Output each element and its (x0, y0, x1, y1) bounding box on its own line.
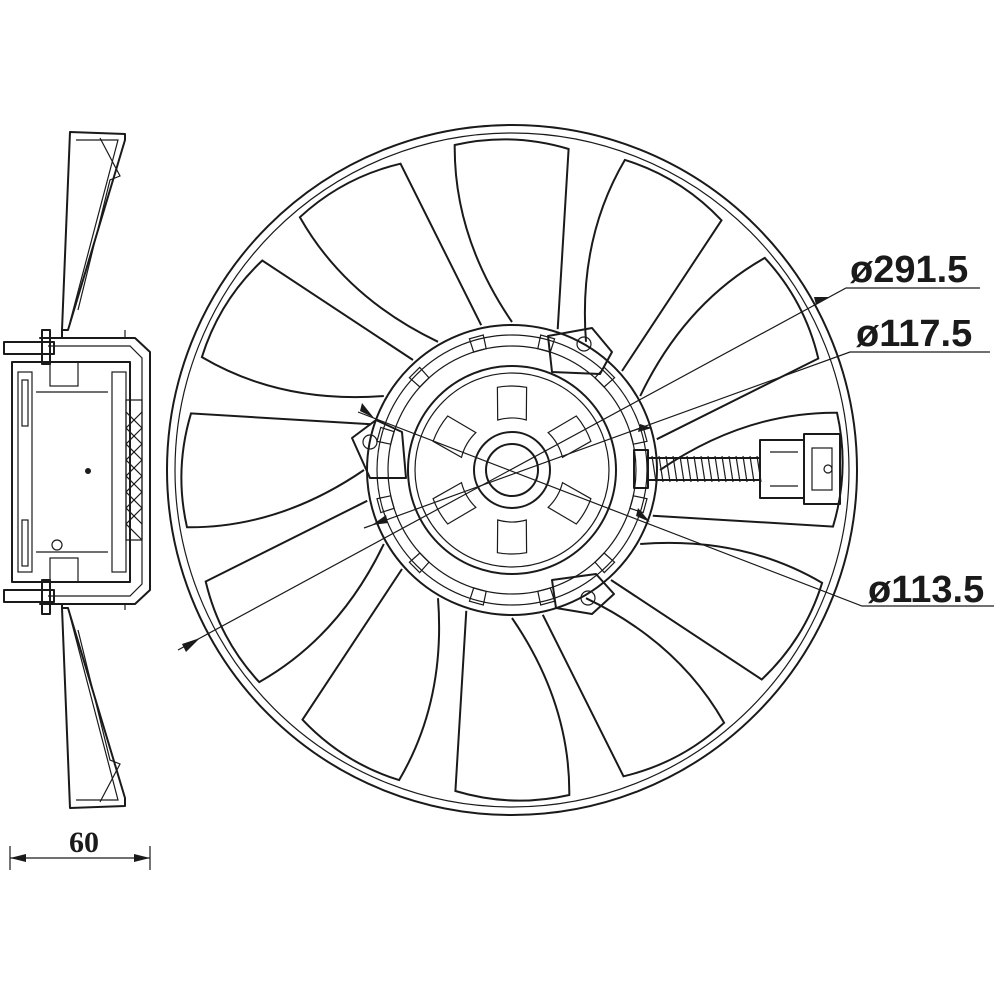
outer-ring-inner (174, 132, 850, 808)
side-hub-housing (39, 337, 151, 605)
cable-coil-line (672, 455, 678, 483)
cable-coil-line (742, 455, 748, 483)
cable-coil-line (665, 455, 671, 483)
vent-slot (547, 415, 592, 459)
fan-blades (180, 138, 844, 802)
vent-slot (432, 415, 477, 459)
motor-housing (407, 365, 617, 575)
cable-coil-line (700, 455, 706, 483)
hub-rib (376, 495, 395, 514)
cable-coil-line (679, 455, 685, 483)
fan-blade (204, 499, 385, 684)
fan-blade (453, 138, 570, 330)
dimension-leaders: ø291.5 ø117.5 ø113.5 (177, 249, 994, 652)
cable-coil-line (707, 455, 713, 483)
cable-coil-line (693, 455, 699, 483)
fan-blade (583, 158, 723, 372)
motor-diameter-label: ø113.5 (868, 569, 984, 611)
hub-ribs (376, 334, 648, 606)
vent-slot (432, 481, 477, 525)
depth-dimension: 60 (9, 826, 151, 870)
fan-blade (200, 259, 414, 399)
side-view: 60 (3, 131, 151, 870)
front-view (166, 124, 858, 816)
connector-plug (759, 439, 805, 499)
motor-boss (473, 431, 551, 509)
cable-coil-line (651, 455, 657, 483)
fan-blade (541, 597, 726, 778)
outer-diameter-label: ø291.5 (850, 249, 968, 291)
outer-ring (166, 124, 858, 816)
side-top-flange (3, 341, 55, 355)
hub-rib (594, 552, 616, 574)
hub-rib (594, 366, 616, 388)
motor-shaft (485, 443, 539, 497)
mount-ear-top (547, 327, 613, 375)
side-lower-blade (61, 607, 126, 809)
hub-rib (629, 495, 648, 514)
side-bottom-flange (3, 589, 55, 603)
fan-blade (301, 568, 441, 782)
cable-coil-line (721, 455, 727, 483)
cable-coil-line (749, 455, 755, 483)
mount-ear-bottom (551, 573, 615, 615)
hub-rib (408, 552, 430, 574)
fan-blade (639, 256, 820, 441)
hub-rib (537, 334, 556, 353)
fan-blade (180, 412, 372, 529)
cable-coil-line (686, 455, 692, 483)
hub-rib (537, 587, 556, 606)
cable-assembly (633, 433, 841, 505)
vent-slot (547, 481, 592, 525)
cable-coil-line (735, 455, 741, 483)
hub-diameter-label: ø117.5 (856, 313, 972, 355)
motor-vent-slots (432, 385, 592, 555)
cable-coil-line (658, 455, 664, 483)
vent-slot (496, 519, 528, 555)
side-shaft-dot (85, 468, 91, 474)
mount-ear-left (351, 419, 407, 479)
hub-outer (366, 324, 658, 616)
fan-blade (454, 610, 571, 802)
hub-rib (468, 587, 487, 606)
vent-slot (496, 385, 528, 421)
hub-rib (408, 366, 430, 388)
depth-label: 60 (69, 826, 99, 859)
cable-coil-line (728, 455, 734, 483)
side-hub-hatch (125, 399, 143, 541)
fan-blade (610, 541, 824, 681)
hub-rib (468, 334, 487, 353)
fan-blade (652, 411, 844, 528)
fan-blade (298, 162, 483, 343)
hub-rib (376, 426, 395, 445)
cable-coil-line (714, 455, 720, 483)
